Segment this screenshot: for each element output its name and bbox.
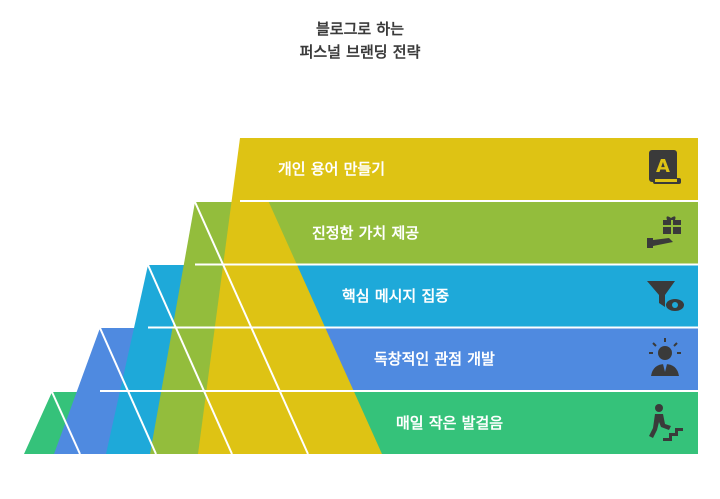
lightbulb-person-icon [640, 333, 690, 383]
layer-3-label: 핵심 메시지 집중 [342, 286, 450, 305]
band-1-bg [240, 138, 698, 200]
title-line-2: 퍼스널 브랜딩 전략 [299, 43, 421, 61]
title-line-1: 블로그로 하는 [315, 20, 405, 38]
funnel-eye-icon [640, 270, 690, 320]
layer-5: 매일 작은 발걸음 [0, 392, 720, 452]
person-stairs-icon [640, 397, 690, 447]
diagram-title: 블로그로 하는 퍼스널 브랜딩 전략 [0, 18, 720, 64]
layer-4-label: 독창적인 관점 개발 [374, 349, 495, 368]
layer-2: 진정한 가치 제공 [0, 202, 720, 262]
triangle-1 [198, 138, 382, 454]
layer-1-label: 개인 용어 만들기 [278, 159, 386, 178]
layer-4: 독창적인 관점 개발 [0, 328, 720, 388]
layer-1: 개인 용어 만들기 A [0, 138, 720, 198]
svg-text:A: A [656, 156, 670, 177]
gift-hand-icon [640, 207, 690, 257]
layer-5-label: 매일 작은 발걸음 [396, 413, 504, 432]
layer-2-label: 진정한 가치 제공 [312, 223, 420, 242]
layer-3: 핵심 메시지 집중 [0, 265, 720, 325]
book-icon: A [640, 143, 690, 193]
